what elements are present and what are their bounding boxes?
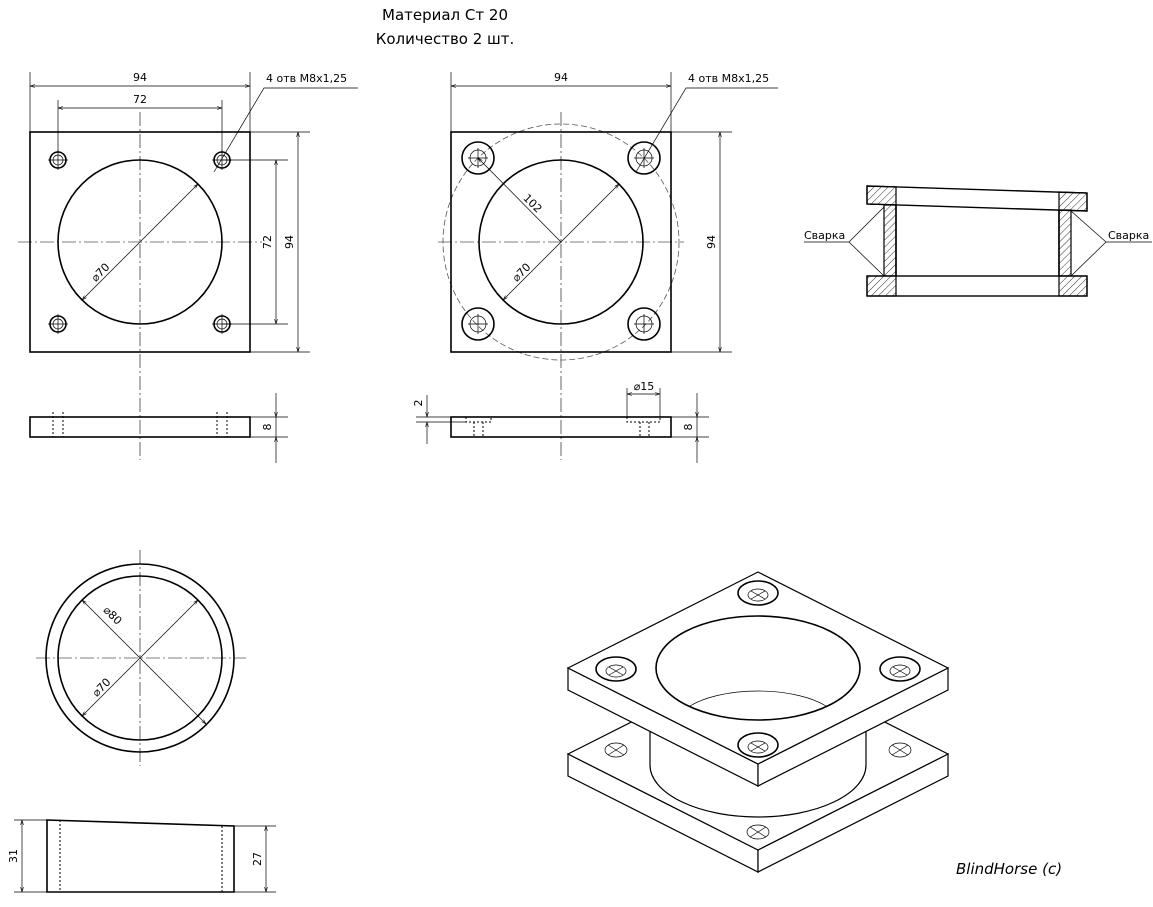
signature: BlindHorse (c) <box>956 860 1062 878</box>
bolt-hole <box>879 656 921 682</box>
bolt-hole <box>746 824 770 840</box>
flange-bottom-plan-view: 94 4 отв M8x1,25 102 ⌀70 94 <box>438 71 778 460</box>
upper-plate-holes <box>595 580 921 758</box>
bolt-hole <box>737 732 779 758</box>
flange-side-outline <box>29 416 251 438</box>
flange-top-side-view: 8 <box>29 393 288 463</box>
bolt-hole <box>595 656 637 682</box>
weld-label-left: Сварка <box>804 229 845 242</box>
bolt-holes <box>461 141 661 341</box>
bore-circle <box>478 159 644 325</box>
dim-hole-spacing: 72 <box>133 93 147 106</box>
bolt-hole <box>461 141 495 175</box>
material-label: Материал Ст 20 <box>382 6 508 24</box>
lower-plate-holes <box>604 742 912 840</box>
bore-opening <box>655 615 861 721</box>
isometric-view <box>566 571 950 873</box>
pipe-outer-circle <box>45 563 235 753</box>
dim-thickness: 8 <box>682 424 695 431</box>
pipe-inner-circle <box>57 575 223 741</box>
dim-inner-d: ⌀70 <box>90 676 114 700</box>
dim-counterbore-depth: 2 <box>412 400 425 407</box>
bolt-hole <box>888 742 912 758</box>
bolt-circle <box>442 123 680 361</box>
assembly-section-view: Сварка Сварка <box>804 185 1152 297</box>
dim-bore: ⌀70 <box>510 261 534 285</box>
bore-circle <box>57 159 223 325</box>
dim-outer-d: ⌀80 <box>101 604 125 628</box>
upper-plate-top <box>566 571 950 765</box>
bolt-hole <box>461 307 495 341</box>
dim-bore: ⌀70 <box>89 261 113 285</box>
dim-width: 94 <box>554 71 568 84</box>
dim-height: 94 <box>705 235 718 249</box>
holes-note: 4 отв M8x1,25 <box>266 72 347 85</box>
flange-outline <box>29 131 251 353</box>
bore-inner-edge <box>689 690 827 707</box>
flange-outline <box>450 131 672 353</box>
pipe-plan-view: ⌀80 ⌀70 <box>36 550 246 766</box>
title-block: Материал Ст 20 Количество 2 шт. <box>376 6 515 48</box>
flange-bottom-side-view: ⌀15 2 8 <box>412 380 709 463</box>
dim-width: 94 <box>133 71 147 84</box>
bolt-hole <box>604 742 628 758</box>
holes-note: 4 отв M8x1,25 <box>688 72 769 85</box>
dim-counterbore: ⌀15 <box>634 380 655 393</box>
dim-height-long: 31 <box>7 849 20 863</box>
pipe-side-outline <box>46 819 235 893</box>
weld-label-right: Сварка <box>1108 229 1149 242</box>
bolt-hole <box>627 307 661 341</box>
flange-top-plan-view: 94 72 4 отв M8x1,25 ⌀70 72 94 <box>18 71 358 460</box>
dim-height-inner: 72 <box>261 235 274 249</box>
flange-side-outline <box>450 416 672 438</box>
dim-bolt-circle: 102 <box>520 192 544 216</box>
bolt-hole <box>48 314 68 334</box>
pipe-side-view: 31 27 <box>7 819 276 893</box>
quantity-label: Количество 2 шт. <box>376 30 515 48</box>
bolt-hole <box>48 150 68 170</box>
dim-height-short: 27 <box>251 852 264 866</box>
dim-thickness: 8 <box>261 424 274 431</box>
bolt-hole <box>737 580 779 606</box>
dim-height-outer: 94 <box>283 235 296 249</box>
